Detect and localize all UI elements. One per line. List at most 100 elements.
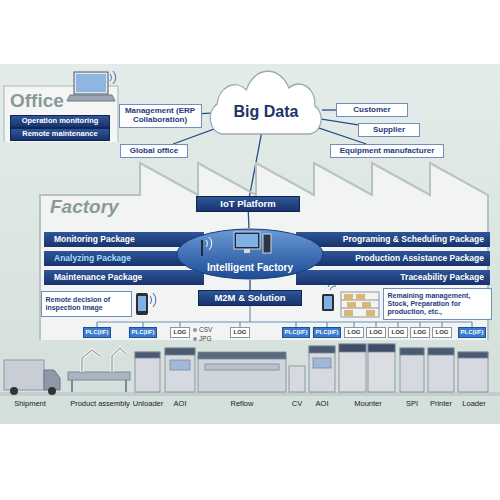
callout-box: Remote decision of inspection image <box>41 291 132 317</box>
assembly-robots <box>112 348 126 372</box>
plc-tag: PLC(I/F) <box>83 327 111 338</box>
node-text: Production Assistance Package <box>355 254 484 263</box>
laptop-icon <box>74 72 108 94</box>
node-text: LOG <box>348 329 361 336</box>
machine-label: Shipment <box>14 400 46 408</box>
node-text: Operation monitoring <box>22 117 99 125</box>
machines <box>428 348 454 392</box>
node-text: Traceability Package <box>400 273 484 282</box>
file-type-label: CSV <box>199 326 212 333</box>
package-band: Production Assistance Package <box>296 251 490 266</box>
machines <box>170 360 190 370</box>
computer-icon <box>244 249 250 253</box>
machines <box>165 348 195 392</box>
node-text: Monitoring Package <box>54 235 135 244</box>
log-tag: LOG <box>410 327 430 338</box>
truck <box>4 360 44 390</box>
connector <box>322 109 336 110</box>
file-type-label: JPG <box>199 335 212 342</box>
laptop-icon <box>67 71 116 101</box>
partner-box: Equipment manufacturer <box>330 144 444 158</box>
machines <box>289 366 305 392</box>
panel <box>0 64 500 424</box>
node-text: Supplier <box>373 126 405 135</box>
file-dots <box>193 337 197 341</box>
node-text: PLC(I/F) <box>461 329 484 336</box>
machines <box>309 346 335 392</box>
computer-icon <box>234 232 271 253</box>
node-text: PLC(I/F) <box>86 329 109 336</box>
machines <box>309 346 335 353</box>
file-dots <box>193 328 197 332</box>
assembly-robots <box>125 380 127 392</box>
machines <box>198 352 286 359</box>
node-text: LOG <box>234 329 247 336</box>
stock-shelf-illustration <box>362 302 371 308</box>
machines <box>368 344 395 392</box>
machine-label: Mounter <box>354 400 382 408</box>
stock-shelf-illustration <box>322 281 379 317</box>
node-text: Remote decision of inspection image <box>46 296 127 311</box>
node-text: Maintenance Package <box>54 273 142 282</box>
node-text: Management (ERP Collaboration) <box>123 107 198 125</box>
solution-box: M2M & Solution <box>198 290 302 306</box>
partner-box: Customer <box>336 103 408 117</box>
stock-shelf-illustration <box>366 310 375 316</box>
machine-label: Loader <box>462 400 485 408</box>
m2m-bus <box>97 321 472 322</box>
computer-icon <box>234 232 260 249</box>
node-text: Factory <box>50 197 119 218</box>
log-tag: LOG <box>230 327 250 338</box>
log-tag: LOG <box>366 327 386 338</box>
truck <box>10 387 18 395</box>
laptop-icon <box>76 74 106 92</box>
node-text: PLC(I/F) <box>132 329 155 336</box>
stock-shelf-illustration <box>341 308 379 309</box>
connector <box>248 212 250 228</box>
node-text: Remaining management, Stock, Preparation… <box>388 292 487 315</box>
data-cloud: Big Data <box>204 80 328 140</box>
connector <box>249 280 250 290</box>
assembly-robots <box>68 348 130 392</box>
node-text: LOG <box>436 329 449 336</box>
smartphone-icon <box>138 296 146 311</box>
computer-icon <box>236 234 258 247</box>
stock-shelf-illustration <box>356 294 365 300</box>
assembly-robots <box>82 350 100 372</box>
node-text: Customer <box>353 106 390 115</box>
function-box: Operation monitoring <box>10 115 110 128</box>
machine-label: Reflow <box>231 400 254 408</box>
node-text: Programing & Scheduling Package <box>343 235 484 244</box>
laptop-icon <box>110 71 116 84</box>
package-band: Programing & Scheduling Package <box>296 232 490 247</box>
machine-label: Unloader <box>133 400 163 408</box>
office-building: OfficeOperation monitoringRemote mainten… <box>4 70 118 142</box>
log-tag: LOG <box>388 327 408 338</box>
node-text: Office <box>10 91 64 112</box>
m2m-bus <box>249 306 250 322</box>
machine-label: AOI <box>174 400 187 408</box>
partner-box: Management (ERP Collaboration) <box>119 104 202 128</box>
factory-building: Factory IoT PlatformMonitoring PackageAna… <box>40 155 490 400</box>
stock-shelf-illustration <box>344 294 353 300</box>
assembly-robots <box>71 380 73 392</box>
truck <box>48 387 56 395</box>
machines <box>165 348 195 355</box>
node-text: Analyzing Package <box>54 254 131 263</box>
machines <box>135 352 160 358</box>
stock-shelf-illustration <box>347 302 356 308</box>
platform-box: IoT Platform <box>196 196 300 212</box>
hub-ellipse: Intelligent Factory <box>176 228 324 280</box>
antenna-icon <box>206 237 212 250</box>
node-text: Big Data <box>234 103 299 121</box>
truck <box>4 360 60 395</box>
machines <box>400 348 424 392</box>
laptop-icon <box>67 95 115 101</box>
machine-label: Printer <box>430 400 452 408</box>
floor <box>0 392 500 396</box>
plc-tag: PLC(I/F) <box>313 327 341 338</box>
machine-label: AOI <box>316 400 329 408</box>
antenna-icon <box>202 237 212 256</box>
